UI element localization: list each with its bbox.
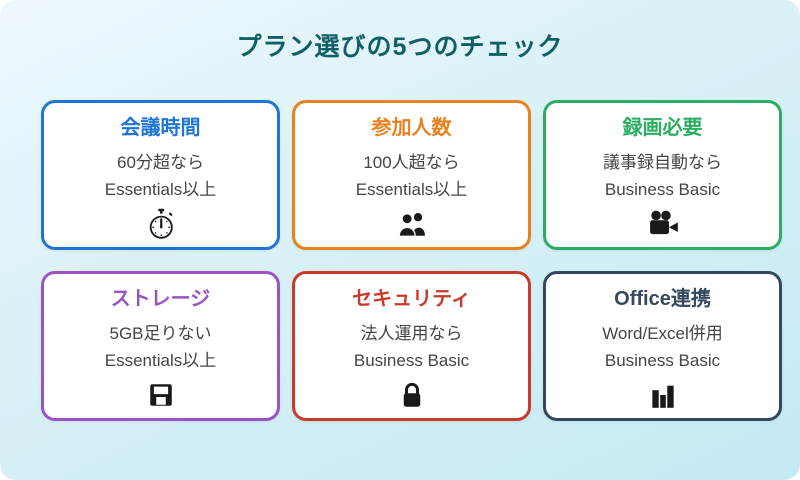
page-title: プラン選びの5つのチェック — [236, 33, 564, 61]
card-title: 会議時間 — [120, 117, 201, 139]
card-line-2: Essentials以上 — [104, 351, 217, 370]
card-line-1: 100人超なら — [363, 153, 460, 172]
card-line-2: Business Basic — [604, 351, 721, 370]
card-office-integration: Office連携 Word/Excel併用 Business Basic — [543, 271, 782, 421]
card-line-1: 法人運用なら — [360, 324, 463, 343]
card-recording: 録画必要 議事録自動なら Business Basic — [543, 100, 782, 250]
card-line-2: Business Basic — [604, 180, 721, 199]
lock-icon — [398, 378, 426, 412]
card-participants: 参加人数 100人超なら Essentials以上 — [292, 100, 531, 250]
card-title: セキュリティ — [352, 288, 471, 310]
card-line-1: 5GB足りない — [109, 324, 212, 343]
card-title: 録画必要 — [622, 117, 703, 139]
stopwatch-icon — [146, 207, 176, 241]
card-line-2: Essentials以上 — [355, 180, 468, 199]
card-line-1: 議事録自動なら — [603, 153, 722, 172]
bar-chart-icon — [647, 378, 679, 412]
card-title: Office連携 — [614, 288, 711, 310]
card-line-1: 60分超なら — [117, 153, 204, 172]
card-line-2: Business Basic — [353, 351, 470, 370]
card-line-1: Word/Excel併用 — [602, 324, 723, 343]
card-title: ストレージ — [110, 288, 211, 310]
card-grid: 会議時間 60分超なら Essentials以上 — [41, 100, 782, 421]
card-line-2: Essentials以上 — [104, 180, 217, 199]
floppy-disk-icon — [146, 378, 176, 412]
card-storage: ストレージ 5GB足りない Essentials以上 — [41, 271, 280, 421]
card-meeting-time: 会議時間 60分超なら Essentials以上 — [41, 100, 280, 250]
video-camera-icon — [645, 207, 681, 241]
card-title: 参加人数 — [371, 117, 452, 139]
card-security: セキュリティ 法人運用なら Business Basic — [292, 271, 531, 421]
people-icon — [395, 207, 429, 241]
